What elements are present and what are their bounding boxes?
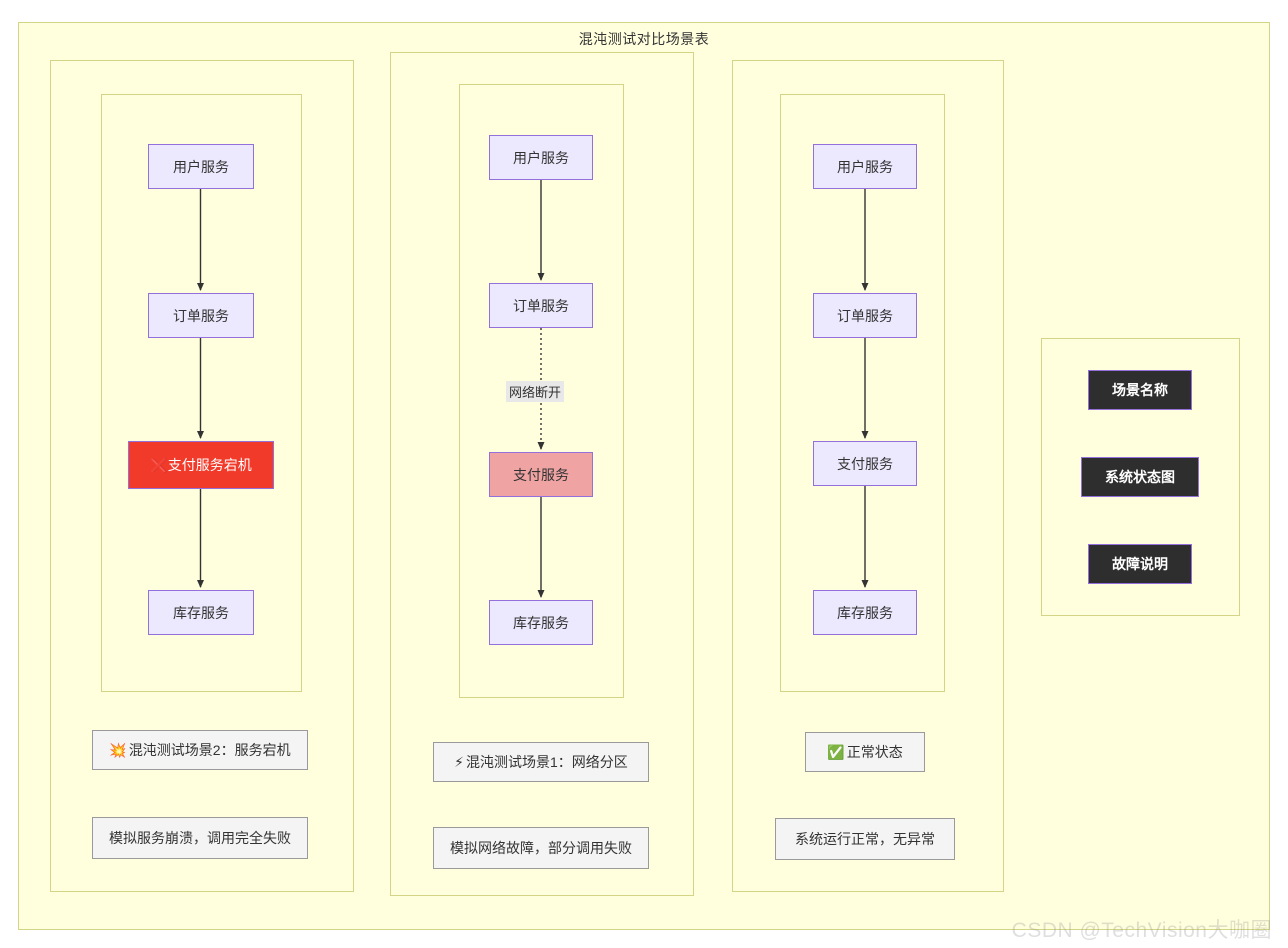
- legend-item-scenario-name[interactable]: 场景名称: [1088, 370, 1192, 410]
- fault-note-box-col3[interactable]: 系统运行正常，无异常: [775, 818, 955, 860]
- node-user-service-col1[interactable]: 用户服务: [148, 144, 254, 189]
- edge-label-network-disconnected: 网络断开: [506, 381, 565, 402]
- watermark: CSDN @TechVision大咖圈: [1011, 919, 1272, 942]
- node-order-service-col1[interactable]: 订单服务: [148, 293, 254, 338]
- fault-note-box-col2[interactable]: 模拟网络故障，部分调用失败: [433, 827, 649, 869]
- explosion-icon: 💥: [109, 741, 127, 758]
- lightning-icon: ⚡: [454, 753, 465, 770]
- node-payment-service-col3[interactable]: 支付服务: [813, 441, 917, 486]
- node-payment-service-down-col1[interactable]: ❌ 支付服务宕机: [128, 441, 274, 489]
- scenario-name-box-col1[interactable]: 💥 混沌测试场景2：服务宕机: [92, 730, 308, 770]
- cross-mark-icon: ❌: [150, 456, 168, 473]
- node-inventory-service-col2[interactable]: 库存服务: [489, 600, 593, 645]
- fault-note-box-col1[interactable]: 模拟服务崩溃，调用完全失败: [92, 817, 308, 859]
- node-order-service-col3[interactable]: 订单服务: [813, 293, 917, 338]
- page-title: 混沌测试对比场景表: [578, 31, 710, 47]
- node-inventory-service-col3[interactable]: 库存服务: [813, 590, 917, 635]
- node-user-service-col3[interactable]: 用户服务: [813, 144, 917, 189]
- scenario-name-box-col3[interactable]: ✅ 正常状态: [805, 732, 925, 772]
- node-inventory-service-col1[interactable]: 库存服务: [148, 590, 254, 635]
- legend-item-fault-note[interactable]: 故障说明: [1088, 544, 1192, 584]
- node-payment-service-degraded-col2[interactable]: 支付服务: [489, 452, 593, 497]
- node-order-service-col2[interactable]: 订单服务: [489, 283, 593, 328]
- scenario-name-box-col2[interactable]: ⚡ 混沌测试场景1：网络分区: [433, 742, 649, 782]
- node-user-service-col2[interactable]: 用户服务: [489, 135, 593, 180]
- legend-item-system-state-diagram[interactable]: 系统状态图: [1081, 457, 1199, 497]
- check-mark-icon: ✅: [827, 743, 845, 760]
